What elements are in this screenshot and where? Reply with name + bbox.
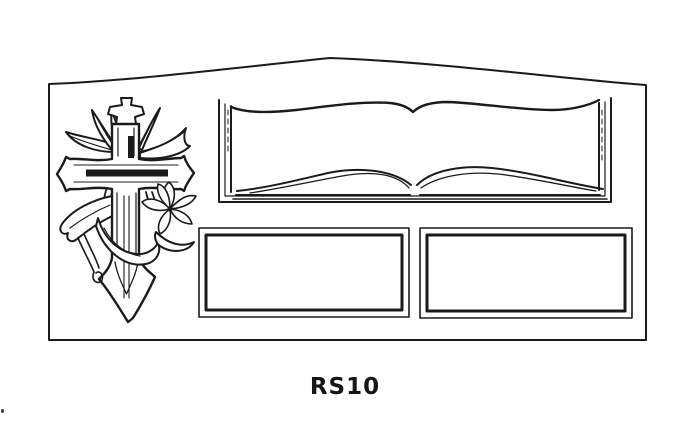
open-book-icon	[218, 97, 612, 203]
cross-with-lilies-icon	[55, 97, 197, 324]
inscription-panel-left	[198, 227, 410, 318]
model-number-label: RS10	[309, 374, 381, 400]
ink-speck	[1, 409, 4, 413]
inscription-panel-right	[419, 227, 633, 319]
